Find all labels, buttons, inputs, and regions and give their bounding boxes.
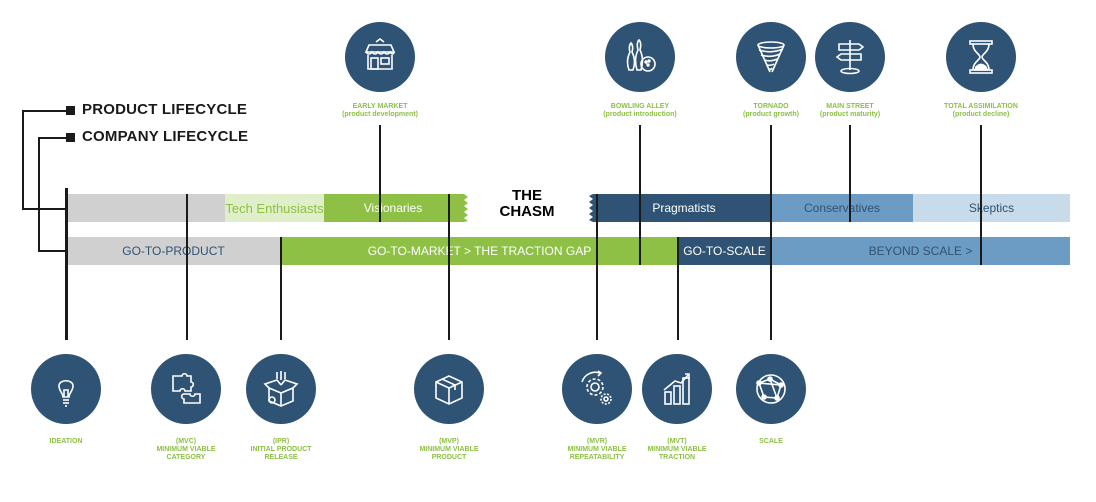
lightbulb-icon (58, 379, 74, 407)
storefront-icon (364, 38, 396, 70)
connector-line (65, 188, 68, 340)
mvt-circle (642, 354, 712, 424)
mvr-circle (562, 354, 632, 424)
connector-line (849, 125, 851, 222)
bowling-icon (626, 38, 656, 72)
puzzle-icon (172, 372, 201, 404)
go-to-product-label: GO-TO-PRODUCT (122, 244, 225, 258)
chasm-line-1: THE (512, 187, 542, 204)
chasm-edge-right (589, 194, 598, 222)
bar-chart-icon (663, 373, 690, 405)
tornado-circle (736, 22, 806, 92)
network-globe-icon (756, 374, 786, 404)
connector-line (980, 125, 982, 265)
adoption-segment-skeptics: Skeptics (913, 194, 1070, 222)
tech-enthusiasts-label: Tech Enthusiasts (225, 200, 324, 216)
scale-caption: SCALE (759, 438, 783, 445)
chasm-label: THE CHASM (482, 188, 572, 220)
go-to-market-label: GO-TO-MARKET > THE TRACTION GAP (367, 244, 592, 258)
open-box-icon (263, 371, 299, 407)
total-assimilation-caption: TOTAL ASSIMILATION (product decline) (944, 103, 1018, 118)
tornado-caption: TORNADO (product growth) (743, 103, 799, 118)
mvc-caption: (MVC) MINIMUM VIABLE CATEGORY (156, 438, 216, 461)
bowling-alley-circle (605, 22, 675, 92)
legend-marker-product (66, 106, 75, 115)
adoption-segment-pragmatists: Pragmatists (597, 194, 771, 222)
early-market-circle (345, 22, 415, 92)
company-segment-go-to-scale: GO-TO-SCALE (678, 237, 771, 265)
connector-line (186, 194, 188, 340)
connector-line (596, 194, 598, 340)
mvt-caption: (MVT) MINIMUM VIABLE TRACTION (647, 438, 707, 461)
box-icon (435, 375, 463, 405)
chasm-edge-left (460, 194, 468, 222)
company-segment-beyond-scale: BEYOND SCALE > (771, 237, 1070, 265)
beyond-scale-label: BEYOND SCALE > (868, 244, 973, 258)
mvc-circle (151, 354, 221, 424)
signpost-icon (835, 40, 865, 75)
scale-circle (736, 354, 806, 424)
conservatives-label: Conservatives (803, 201, 881, 215)
ipr-caption: (IPR) INITIAL PRODUCT RELEASE (250, 438, 312, 461)
adoption-segment-conservatives: Conservatives (771, 194, 913, 222)
total-assimilation-circle (946, 22, 1016, 92)
mvr-caption: (MVR) MINIMUM VIABLE REPEATABILITY (567, 438, 627, 461)
tornado-icon (757, 41, 785, 73)
legend-company-lifecycle: COMPANY LIFECYCLE (82, 128, 249, 145)
adoption-segment-visionaries: Visionaries (324, 194, 462, 222)
gears-icon (581, 370, 612, 405)
company-segment-go-to-market: GO-TO-MARKET > THE TRACTION GAP (281, 237, 678, 265)
bowling-alley-caption: BOWLING ALLEY (product introduction) (603, 103, 677, 118)
mvp-caption: (MVP) MINIMUM VIABLE PRODUCT (419, 438, 479, 461)
connector-line (770, 125, 772, 340)
connector-line (448, 194, 450, 340)
connector-line (677, 237, 679, 340)
ideation-caption: IDEATION (49, 438, 83, 445)
connector-line (280, 237, 282, 340)
legend-product-lifecycle: PRODUCT LIFECYCLE (82, 101, 248, 118)
ipr-circle (246, 354, 316, 424)
connector-line (379, 125, 381, 222)
ideation-circle (31, 354, 101, 424)
early-market-caption: EARLY MARKET (product development) (342, 103, 418, 118)
main-street-caption: MAIN STREET (product maturity) (819, 103, 881, 118)
mvp-circle (414, 354, 484, 424)
legend-marker-company (66, 133, 75, 142)
go-to-scale-label: GO-TO-SCALE (683, 244, 766, 258)
main-street-circle (815, 22, 885, 92)
adoption-segment-tech-enthusiasts: Tech Enthusiasts (225, 194, 324, 222)
company-segment-go-to-product: GO-TO-PRODUCT (66, 237, 281, 265)
adoption-segment-start (66, 194, 225, 222)
hourglass-icon (969, 40, 993, 74)
visionaries-label: Visionaries (363, 201, 423, 215)
chasm-line-2: CHASM (499, 203, 555, 220)
connector-line (639, 125, 641, 265)
pragmatists-label: Pragmatists (652, 201, 716, 215)
skeptics-label: Skeptics (968, 201, 1015, 215)
